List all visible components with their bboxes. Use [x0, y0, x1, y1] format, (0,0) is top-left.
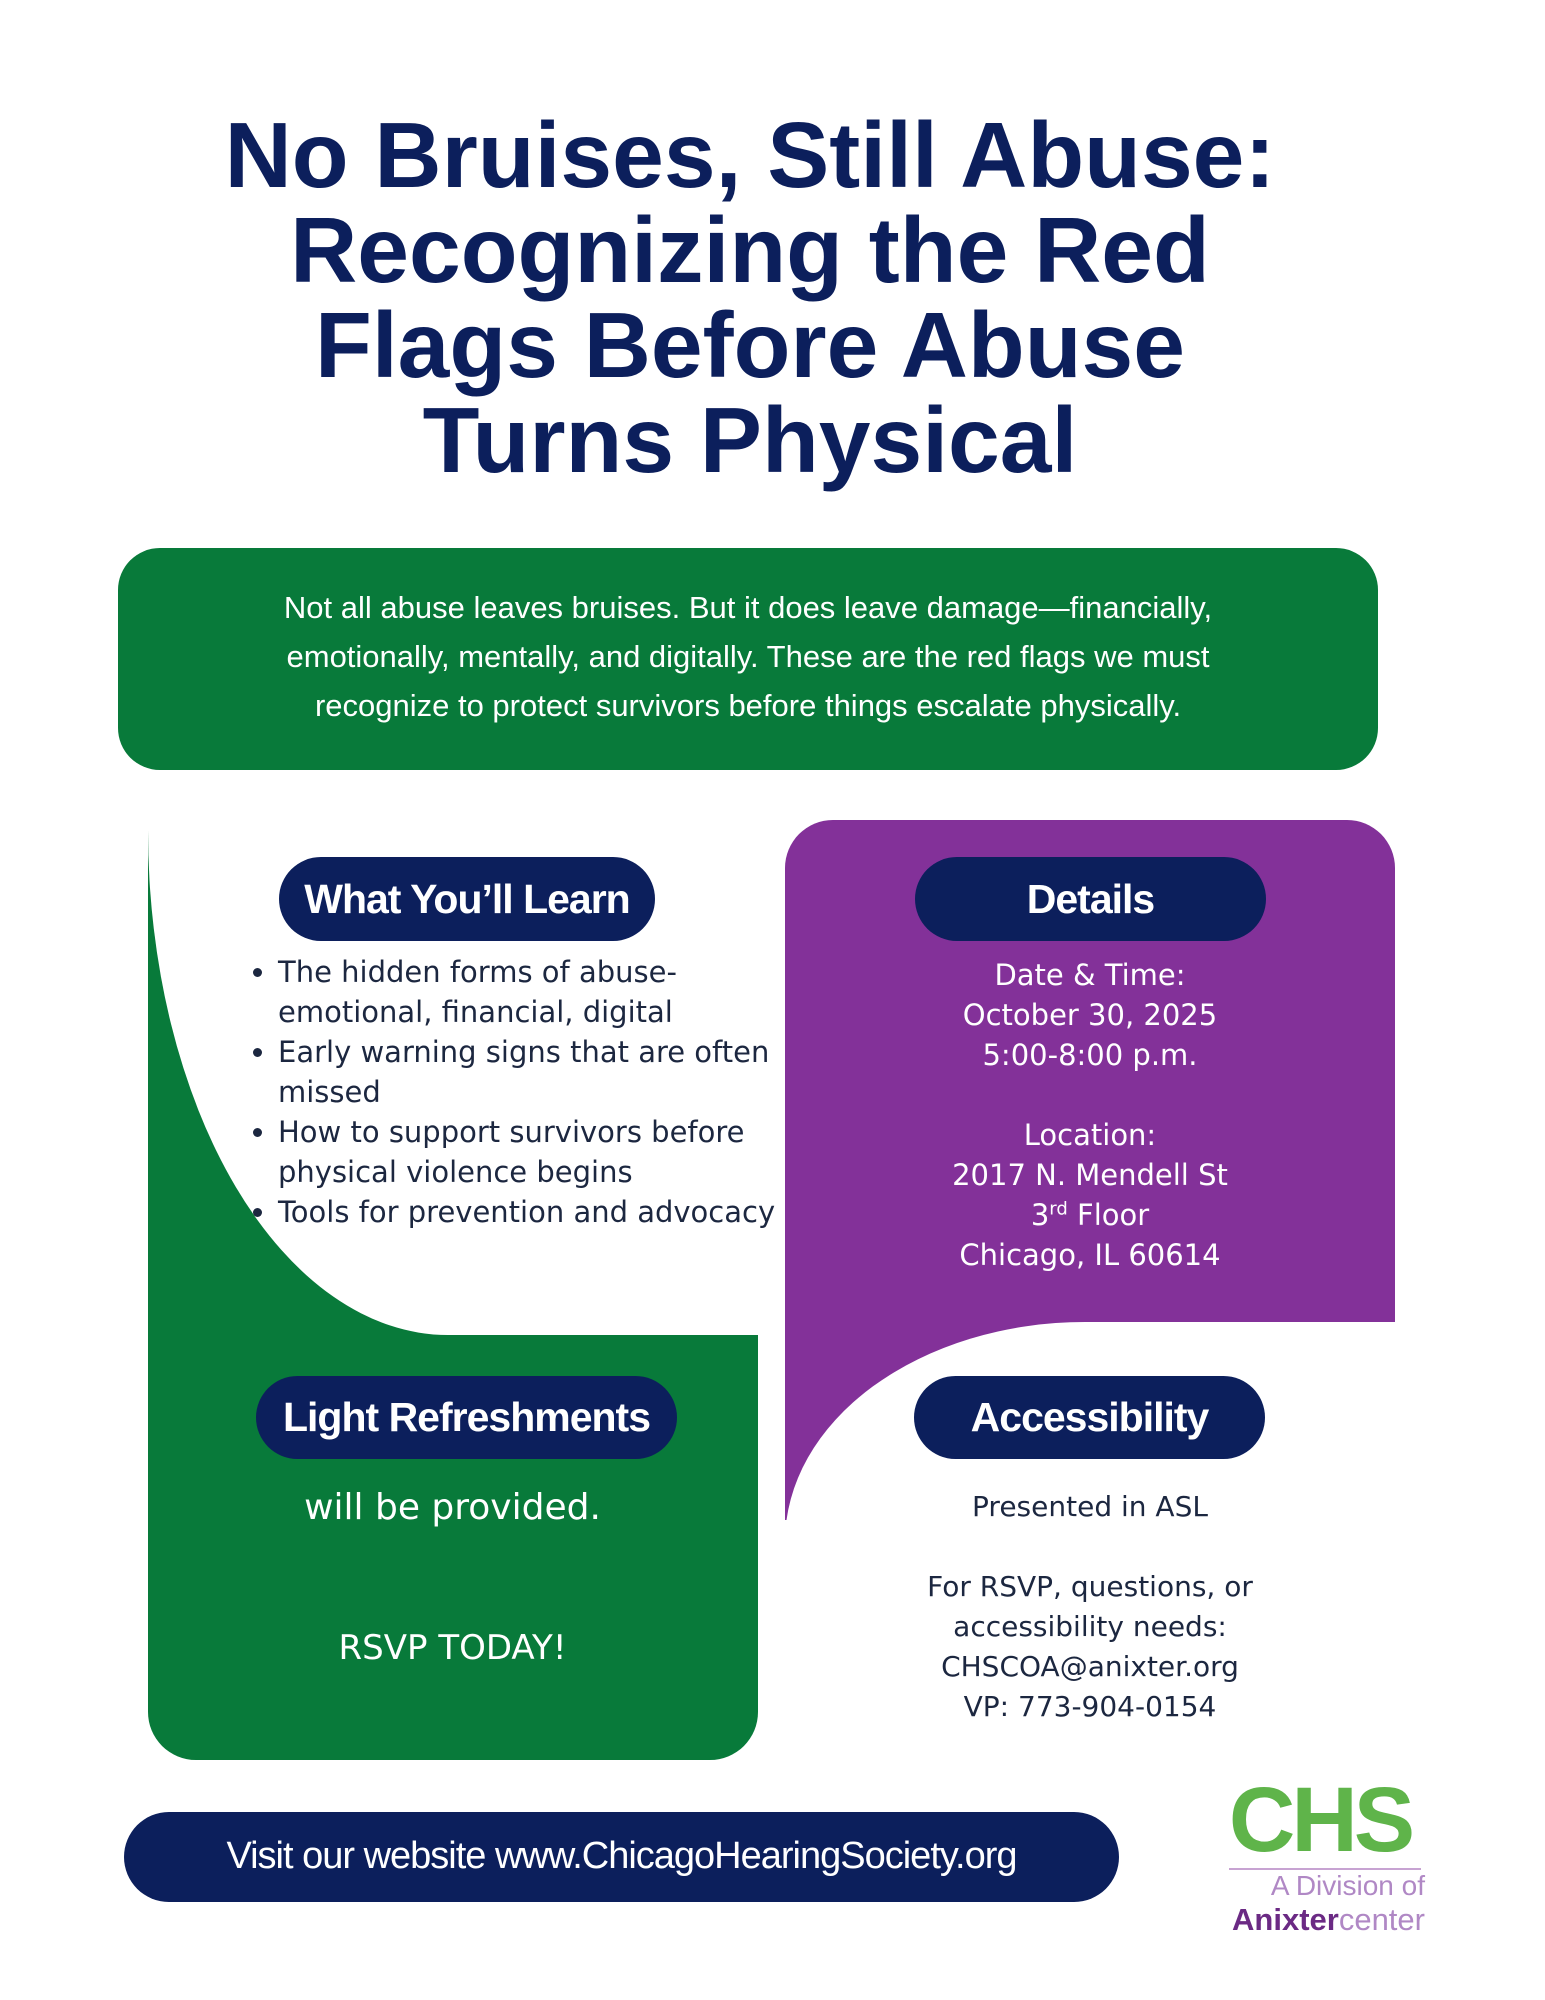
event-date: October 30, 2025	[962, 998, 1218, 1032]
asl-note: Presented in ASL	[972, 1490, 1208, 1523]
logo-brand-light: center	[1338, 1902, 1425, 1937]
logo-division-text: A Division of	[1270, 1870, 1425, 1901]
website-banner[interactable]: Visit our website www.ChicagoHearingSoci…	[124, 1812, 1119, 1902]
floor-number: 3	[1030, 1198, 1050, 1232]
list-item: Tools for prevention and advocacy	[278, 1192, 788, 1232]
list-item: The hidden forms of abuse- emotional, fi…	[278, 952, 788, 1032]
contact-line: accessibility needs:	[953, 1610, 1227, 1643]
list-item: Early warning signs that are often misse…	[278, 1032, 788, 1112]
logo-divider	[1229, 1868, 1421, 1870]
contact-email[interactable]: CHSCOA@anixter.org	[941, 1650, 1239, 1683]
accessibility-body: Presented in ASL For RSVP, questions, or…	[800, 1487, 1380, 1727]
refreshments-note: will be provided.	[304, 1487, 601, 1528]
location-label: Location:	[1023, 1118, 1157, 1152]
event-floor: 3rd Floor	[800, 1195, 1380, 1235]
learn-list: The hidden forms of abuse- emotional, fi…	[242, 952, 788, 1232]
learn-heading: What You’ll Learn	[279, 857, 655, 941]
details-body: Date & Time: October 30, 2025 5:00-8:00 …	[800, 955, 1380, 1275]
intro-line: emotionally, mentally, and digitally. Th…	[286, 639, 1210, 674]
rsvp-callout: RSVP TODAY!	[338, 1628, 567, 1668]
title-line: No Bruises, Still Abuse:	[224, 103, 1276, 207]
logo-wordmark: CHS	[1228, 1769, 1415, 1871]
spacer	[800, 1527, 1380, 1567]
title-line: Flags Before Abuse	[315, 293, 1185, 397]
title-line: Recognizing the Red	[290, 198, 1210, 302]
intro-banner: Not all abuse leaves bruises. But it doe…	[118, 548, 1378, 770]
floor-suffix: rd	[1049, 1198, 1068, 1220]
refreshments-heading: Light Refreshments	[256, 1376, 677, 1459]
date-label: Date & Time:	[994, 958, 1186, 992]
page-title: No Bruises, Still Abuse: Recognizing the…	[100, 108, 1400, 488]
intro-line: Not all abuse leaves bruises. But it doe…	[283, 590, 1213, 625]
intro-line: recognize to protect survivors before th…	[314, 688, 1182, 723]
event-time: 5:00-8:00 p.m.	[982, 1038, 1198, 1072]
contact-line: For RSVP, questions, or	[927, 1570, 1253, 1603]
list-item: How to support survivors before physical…	[278, 1112, 788, 1192]
logo-brand: Anixtercenter	[1215, 1902, 1425, 1938]
chs-logo: CHS A Division of Anixtercenter	[1215, 1772, 1425, 1942]
contact-videophone: VP: 773-904-0154	[963, 1690, 1217, 1723]
details-heading: Details	[915, 857, 1266, 941]
spacer	[800, 1075, 1380, 1115]
accessibility-heading: Accessibility	[914, 1376, 1265, 1459]
floor-word: Floor	[1077, 1198, 1150, 1232]
logo-brand-bold: Anixter	[1232, 1902, 1339, 1937]
title-line: Turns Physical	[422, 388, 1078, 492]
event-address: 2017 N. Mendell St	[952, 1158, 1228, 1192]
event-city: Chicago, IL 60614	[959, 1238, 1221, 1272]
